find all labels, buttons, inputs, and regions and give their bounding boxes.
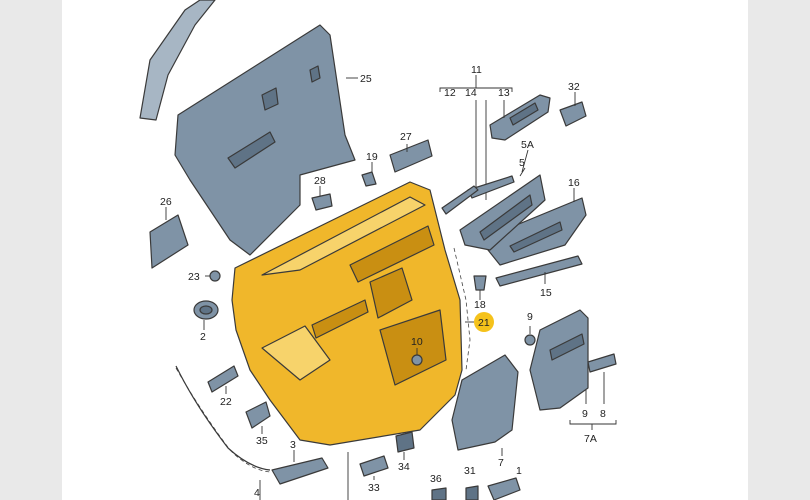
part-22-handle-insert	[207, 365, 239, 393]
part-32-handle-trim	[559, 101, 587, 127]
callout-25: 25	[360, 73, 372, 85]
part-25-insulation-mat	[139, 0, 356, 256]
callout-1: 1	[516, 465, 522, 477]
part-13-door-handle	[489, 94, 551, 141]
callout-14: 14	[465, 87, 477, 99]
part-10-screw	[411, 354, 423, 366]
part-19-clip	[361, 171, 377, 187]
callout-3: 3	[290, 439, 296, 451]
callout-9-lower: 9	[582, 408, 588, 420]
callout-36: 36	[430, 473, 442, 485]
part-31-clip	[465, 485, 479, 500]
callout-18: 18	[474, 299, 486, 311]
callout-8: 8	[600, 408, 606, 420]
part-7A-window-switch-panel	[529, 309, 589, 411]
callout-11: 11	[471, 64, 482, 76]
callout-12: 12	[444, 87, 456, 99]
part-26-bracket	[149, 214, 189, 269]
callout-22: 22	[220, 396, 232, 408]
callout-35: 35	[256, 435, 268, 447]
part-1-bracket	[487, 477, 521, 500]
callout-31: 31	[464, 465, 476, 477]
callout-23: 23	[188, 271, 200, 283]
part-2-speaker-grille	[193, 300, 219, 320]
part-3-pocket	[271, 457, 329, 485]
callout-4: 4	[254, 487, 260, 499]
part-21-seal-dashed	[453, 247, 471, 371]
callout-21-highlight	[474, 312, 494, 332]
part-7-armrest	[451, 354, 519, 451]
callout-33: 33	[368, 482, 380, 494]
callout-7A: 7A	[584, 433, 597, 445]
part-16-trim-panel	[479, 197, 587, 266]
callout-28: 28	[314, 175, 326, 187]
callout-10: 10	[411, 336, 423, 348]
callout-32: 32	[568, 81, 580, 93]
part-34-switch	[395, 431, 415, 453]
callout-2: 2	[200, 331, 206, 343]
part-36-clip	[431, 487, 447, 500]
part-18-clip	[473, 275, 487, 291]
callout-26: 26	[160, 196, 172, 208]
callout-21: 21	[478, 317, 490, 329]
callout-7: 7	[498, 457, 504, 469]
callout-19: 19	[366, 151, 378, 163]
part-35-switch	[245, 401, 271, 429]
part-15-trim-bar	[495, 255, 583, 287]
part-4-seal	[175, 365, 271, 471]
part-9-module	[524, 334, 536, 346]
callout-27: 27	[400, 131, 412, 143]
callout-9-upper: 9	[527, 311, 533, 323]
part-14-handle-frame	[459, 174, 546, 251]
part-33-clip	[359, 455, 389, 477]
callout-5: 5	[519, 157, 525, 169]
part-8-trim	[587, 353, 617, 373]
part-28-clip	[311, 193, 333, 211]
callout-13: 13	[498, 87, 510, 99]
callout-16: 16	[568, 177, 580, 189]
part-27-cover	[389, 139, 433, 173]
callout-5A: 5A	[521, 139, 534, 151]
callout-34: 34	[398, 461, 410, 473]
part-1-door-trim-panel	[231, 181, 463, 446]
callout-15: 15	[540, 287, 552, 299]
part-23-clip	[209, 270, 221, 282]
part-5-trim-strip	[441, 175, 515, 215]
